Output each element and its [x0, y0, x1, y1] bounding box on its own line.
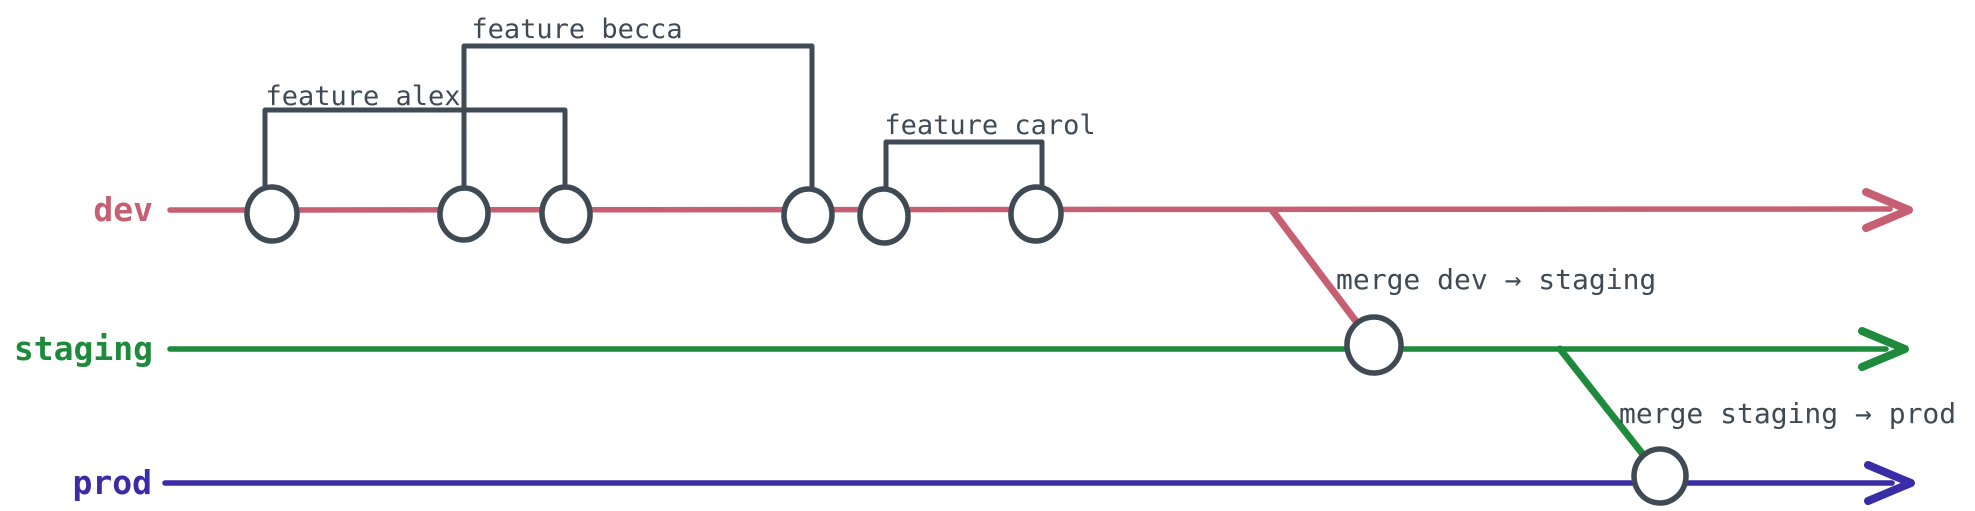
merge-dev-to-staging-line: [1268, 206, 1362, 328]
prod-arrowhead-icon: [1864, 461, 1915, 505]
dev-branch-label: dev: [93, 190, 153, 229]
merge-commit-staging: [1344, 314, 1404, 376]
merge-staging-to-prod-label: merge staging → prod: [1619, 397, 1956, 430]
prod-branch-label: prod: [73, 463, 152, 502]
branch-prod: prod: [73, 461, 1915, 505]
feature-alex-label: feature_alex: [265, 81, 460, 112]
branch-dev: dev: [93, 188, 1913, 232]
feature-becca-bracket: [461, 43, 815, 197]
commit-node: [539, 184, 593, 244]
staging-arrowhead-icon: [1858, 327, 1909, 371]
merge-dev-to-staging-label: merge dev → staging: [1336, 263, 1656, 296]
staging-branch-label: staging: [14, 329, 153, 368]
merge-staging-to-prod-line: [1556, 345, 1649, 461]
commit-node: [437, 185, 491, 243]
commit-node: [781, 186, 835, 244]
dev-commit-nodes: [244, 184, 1064, 246]
branch-staging: staging: [14, 327, 1909, 371]
commit-node: [244, 184, 300, 244]
feature-carol-bracket: [883, 139, 1045, 198]
feature-becca-label: feature_becca: [471, 14, 682, 45]
commit-node: [1008, 184, 1064, 244]
feature-alex-bracket: [262, 107, 568, 195]
feature-carol-label: feature_carol: [884, 110, 1095, 141]
merge-commit-prod: [1631, 446, 1689, 506]
dev-arrowhead-icon: [1862, 188, 1913, 232]
commit-node: [857, 186, 911, 246]
